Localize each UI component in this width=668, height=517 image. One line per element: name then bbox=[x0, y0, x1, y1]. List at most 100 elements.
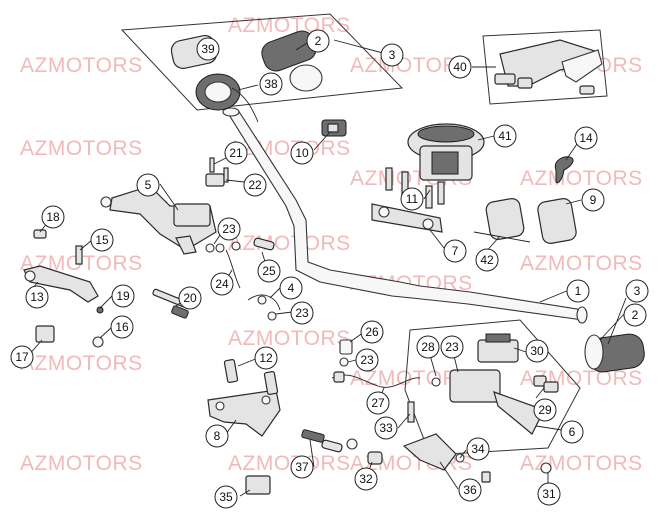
watermark: AZMOTORS bbox=[520, 452, 643, 475]
callout-label: 8 bbox=[214, 429, 221, 443]
callout-label: 4 bbox=[288, 281, 295, 295]
callout-2: 2 bbox=[306, 29, 330, 53]
callout-41: 41 bbox=[493, 124, 517, 148]
handlebar-end-right bbox=[576, 306, 588, 324]
throttle-housing bbox=[170, 34, 259, 123]
callout-label: 16 bbox=[115, 320, 129, 334]
callout-label: 10 bbox=[295, 146, 309, 160]
callout-label: 42 bbox=[480, 253, 494, 267]
callout-label: 18 bbox=[46, 210, 60, 224]
callout-18: 18 bbox=[41, 205, 65, 229]
watermark: AZMOTORS bbox=[520, 167, 643, 190]
callout-37: 37 bbox=[290, 455, 314, 479]
callout-label: 31 bbox=[542, 487, 556, 501]
callout-label: 2 bbox=[632, 308, 639, 322]
watermark: AZMOTORS bbox=[20, 54, 143, 77]
left-grip-top bbox=[261, 30, 323, 92]
callout-label: 29 bbox=[538, 403, 552, 417]
callout-26: 26 bbox=[360, 320, 384, 344]
callout-label: 3 bbox=[634, 284, 641, 298]
callout-label: 38 bbox=[264, 77, 278, 91]
callout-40: 40 bbox=[448, 55, 472, 79]
lower-clamp bbox=[207, 359, 281, 437]
callout-6: 6 bbox=[560, 420, 584, 444]
callout-label: 40 bbox=[453, 60, 467, 74]
callout-30: 30 bbox=[525, 339, 549, 363]
clutch-master-cylinder bbox=[431, 333, 559, 435]
callout-36: 36 bbox=[458, 478, 482, 502]
callout-16: 16 bbox=[110, 315, 134, 339]
watermark: AZMOTORS bbox=[350, 367, 473, 390]
callout-5: 5 bbox=[136, 173, 160, 197]
callout-label: 23 bbox=[360, 353, 374, 367]
watermark: AZMOTORS bbox=[520, 252, 643, 275]
callout-7: 7 bbox=[443, 239, 467, 263]
callout-13: 13 bbox=[25, 285, 49, 309]
watermark: AZMOTORS bbox=[228, 232, 351, 255]
callout-33: 33 bbox=[374, 416, 398, 440]
handguard-group-panel bbox=[482, 29, 608, 105]
callout-label: 41 bbox=[498, 129, 512, 143]
callout-label: 23 bbox=[295, 306, 309, 320]
callout-label: 13 bbox=[30, 290, 44, 304]
watermark: AZMOTORS bbox=[20, 137, 143, 160]
clip-block bbox=[245, 475, 271, 495]
callout-42: 42 bbox=[475, 248, 499, 272]
callout-label: 32 bbox=[359, 472, 373, 486]
callout-12: 12 bbox=[254, 346, 278, 370]
callout-3: 3 bbox=[380, 43, 404, 67]
callout-label: 25 bbox=[262, 264, 276, 278]
callout-label: 3 bbox=[389, 48, 396, 62]
callout-19: 19 bbox=[111, 284, 135, 308]
brake-hose-fittings bbox=[205, 237, 275, 289]
callout-35: 35 bbox=[214, 485, 238, 509]
callout-14: 14 bbox=[574, 126, 598, 150]
clutch-hose bbox=[331, 339, 421, 388]
callout-label: 2 bbox=[315, 34, 322, 48]
instrument-cluster bbox=[407, 123, 485, 181]
throttle-group-panel bbox=[120, 13, 404, 111]
clutch-lever-left bbox=[23, 229, 104, 348]
callout-label: 17 bbox=[15, 350, 29, 364]
watermark: AZMOTORS bbox=[20, 452, 143, 475]
callout-11: 11 bbox=[400, 187, 424, 211]
callout-label: 1 bbox=[575, 284, 582, 298]
callout-39: 39 bbox=[196, 37, 220, 61]
callout-label: 24 bbox=[215, 277, 229, 291]
clutch-master-group-panel bbox=[404, 319, 581, 456]
callout-34: 34 bbox=[466, 437, 490, 461]
callout-label: 9 bbox=[590, 193, 597, 207]
watermark: AZMOTORS bbox=[228, 452, 351, 475]
callout-label: 5 bbox=[145, 178, 152, 192]
callout-17: 17 bbox=[10, 345, 34, 369]
nut-small bbox=[540, 462, 552, 474]
callout-27: 27 bbox=[366, 391, 390, 415]
callout-28: 28 bbox=[416, 335, 440, 359]
handlebar-clamp bbox=[371, 167, 445, 233]
callout-23c: 23 bbox=[355, 348, 379, 372]
callout-31: 31 bbox=[537, 482, 561, 506]
switch-small bbox=[321, 119, 347, 137]
cable-clip bbox=[554, 156, 574, 184]
watermark: AZMOTORS bbox=[228, 327, 351, 350]
callout-label: 37 bbox=[295, 460, 309, 474]
callout-label: 22 bbox=[248, 178, 262, 192]
callout-23a: 23 bbox=[217, 217, 241, 241]
callout-15: 15 bbox=[90, 228, 114, 252]
callout-9: 9 bbox=[581, 188, 605, 212]
callout-label: 6 bbox=[569, 425, 576, 439]
callouts: 2 3 39 38 40 41 14 9 10 11 7 42 1 3 2 5 … bbox=[10, 29, 649, 509]
callout-label: 7 bbox=[452, 244, 459, 258]
callout-10: 10 bbox=[290, 141, 314, 165]
callout-label: 28 bbox=[421, 340, 435, 354]
callout-22: 22 bbox=[243, 173, 267, 197]
right-grip bbox=[584, 333, 645, 373]
handguard bbox=[494, 39, 603, 95]
bracket-small bbox=[205, 157, 229, 187]
callout-label: 21 bbox=[229, 146, 243, 160]
callout-label: 15 bbox=[95, 233, 109, 247]
watermark: AZMOTORS bbox=[20, 352, 143, 375]
callout-23d: 23 bbox=[440, 335, 464, 359]
callout-20: 20 bbox=[178, 286, 202, 310]
callout-4: 4 bbox=[279, 276, 303, 300]
